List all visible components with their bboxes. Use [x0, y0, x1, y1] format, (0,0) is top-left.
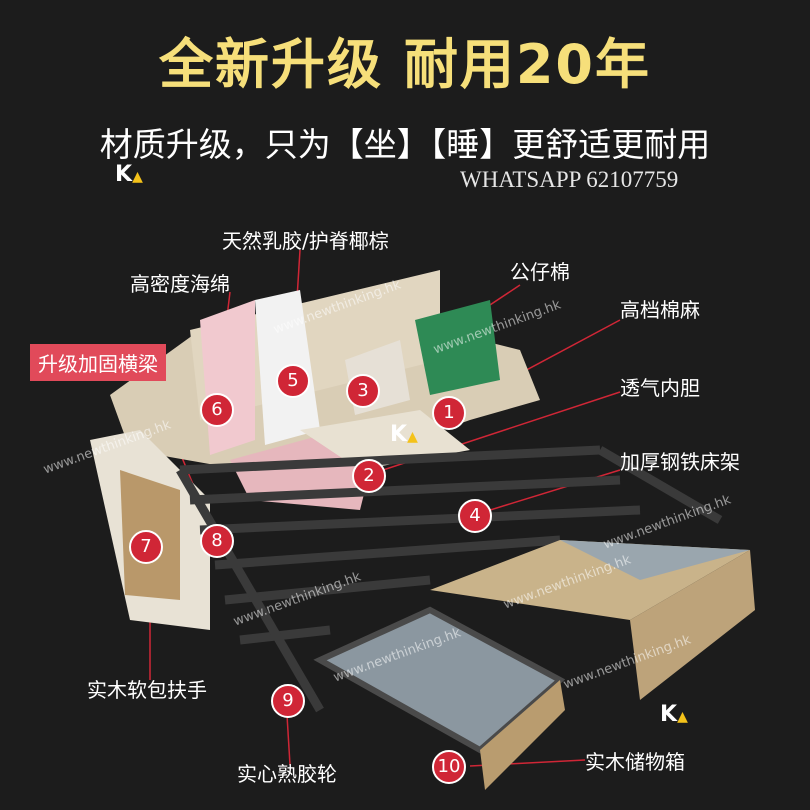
label-sponge: 高密度海绵 — [130, 272, 230, 296]
label-inner: 透气内胆 — [620, 376, 700, 400]
marker-8: 8 — [200, 524, 234, 558]
label-linen: 高档棉麻 — [620, 298, 700, 322]
label-armrest: 实木软包扶手 — [87, 678, 207, 702]
brand-logo-center: K▲ — [390, 422, 418, 447]
logo-letter: K — [660, 702, 678, 727]
label-storage: 实木储物箱 — [585, 750, 685, 774]
label-wheel: 实心熟胶轮 — [237, 762, 337, 786]
marker-9: 9 — [271, 684, 305, 718]
chair-icon: ▲ — [677, 709, 688, 725]
marker-2: 2 — [352, 459, 386, 493]
marker-10: 10 — [432, 750, 466, 784]
marker-4: 4 — [458, 499, 492, 533]
label-beam: 升级加固横梁 — [30, 344, 166, 381]
marker-6: 6 — [200, 393, 234, 427]
chair-icon: ▲ — [407, 429, 418, 445]
marker-5: 5 — [276, 364, 310, 398]
brand-logo: K▲ — [115, 162, 143, 187]
label-latex: 天然乳胶/护脊椰棕 — [222, 229, 389, 253]
logo-letter: K — [115, 162, 133, 187]
chair-icon: ▲ — [132, 169, 143, 185]
headline: 全新升级 耐用20年 — [159, 33, 651, 96]
brand-logo-bottom: K▲ — [660, 702, 688, 727]
subheadline: 材质升级，只为【坐】【睡】更舒适更耐用 — [99, 125, 711, 164]
marker-1: 1 — [432, 396, 466, 430]
logo-letter: K — [390, 422, 408, 447]
marker-3: 3 — [346, 374, 380, 408]
marker-7: 7 — [129, 530, 163, 564]
label-doll-cotton: 公仔棉 — [510, 260, 570, 284]
label-frame: 加厚钢铁床架 — [620, 450, 740, 474]
whatsapp-contact: WHATSAPP 62107759 — [460, 167, 679, 192]
